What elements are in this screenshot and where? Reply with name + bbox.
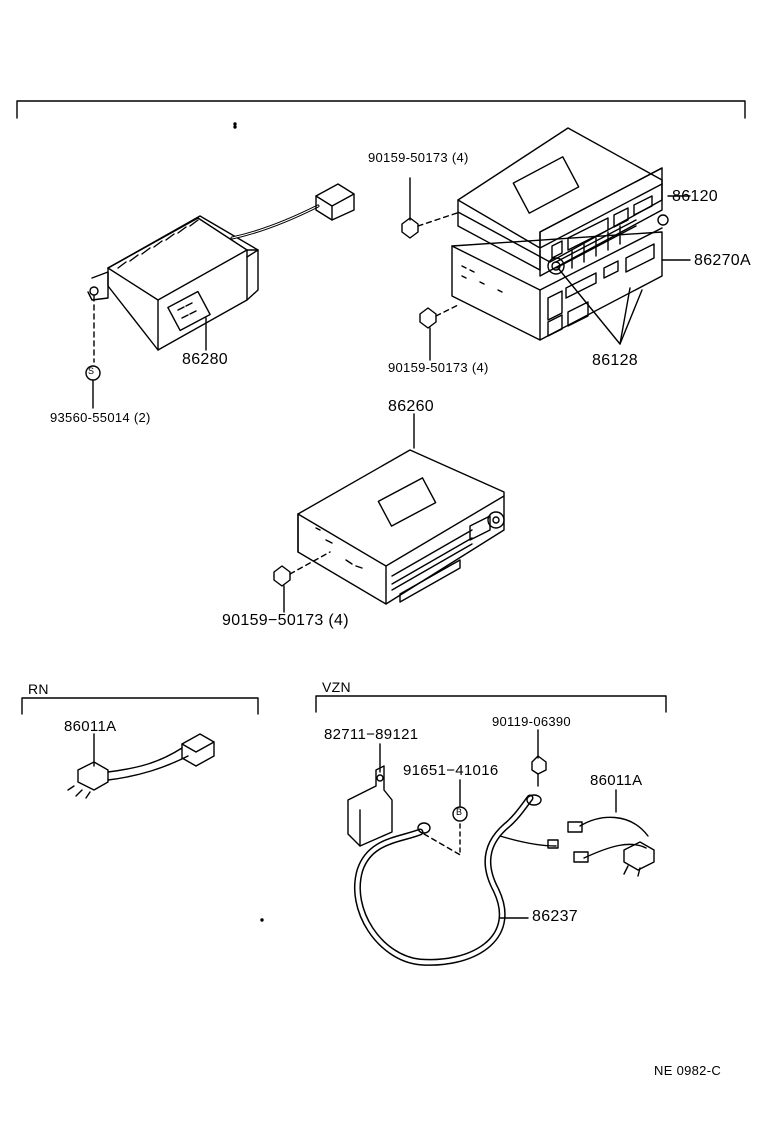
- b-mark: B: [456, 807, 463, 817]
- label-bolt-center: 90159−50173 (4): [222, 612, 349, 629]
- diagram-code: NE 0982-C: [654, 1063, 722, 1078]
- label-86128: 86128: [592, 352, 638, 369]
- label-90119: 90119-06390: [492, 714, 571, 729]
- label-82711: 82711−89121: [324, 726, 419, 743]
- label-86260: 86260: [388, 398, 434, 415]
- label-86237: 86237: [532, 908, 578, 925]
- vzn-section-drawing: [315, 695, 667, 966]
- rn-section-drawing: [21, 697, 259, 799]
- amplifier-86280-drawing: [85, 183, 355, 409]
- label-bolt-mid: 90159-50173 (4): [388, 360, 489, 375]
- label-86270a: 86270A: [694, 252, 751, 269]
- label-86280: 86280: [182, 351, 228, 368]
- label-screw-s: 93560-55014 (2): [50, 410, 151, 425]
- top-bracket: [16, 100, 746, 119]
- section-rn: RN: [28, 681, 49, 697]
- section-vzn: VZN: [322, 679, 351, 695]
- label-86011a-vzn: 86011A: [590, 772, 643, 789]
- label-86120: 86120: [672, 188, 718, 205]
- radio-stack-drawing: [401, 127, 691, 361]
- label-91651: 91651−41016: [403, 762, 499, 779]
- radio-86260-drawing: [273, 413, 505, 613]
- label-bolt-top: 90159-50173 (4): [368, 150, 469, 165]
- label-86011a-rn: 86011A: [64, 718, 117, 735]
- s-mark: S: [88, 366, 95, 376]
